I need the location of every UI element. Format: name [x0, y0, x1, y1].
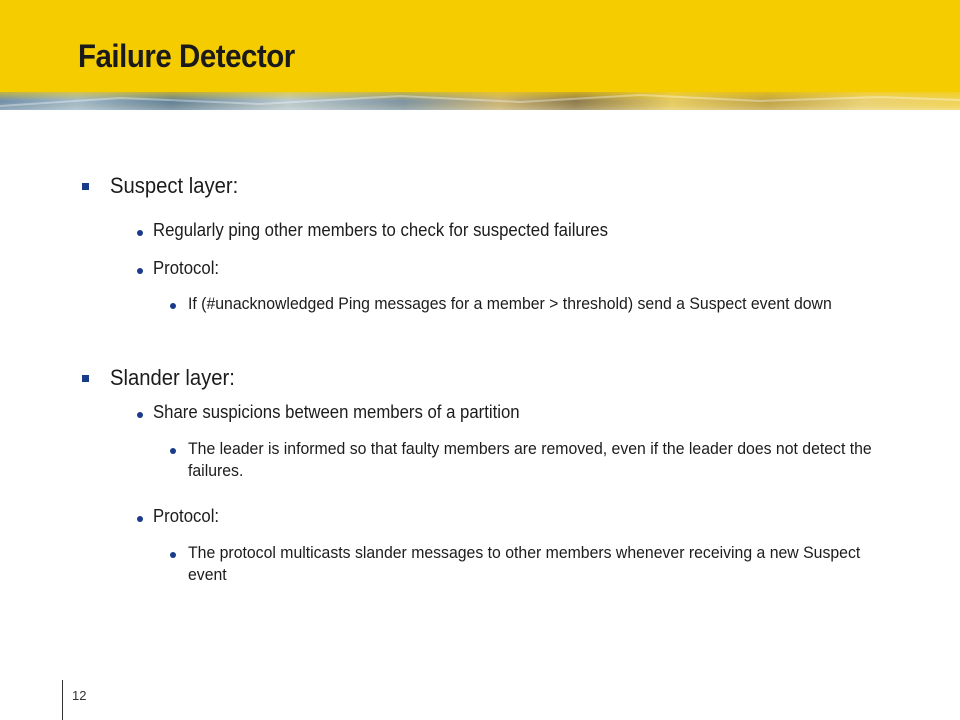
list-item: Protocol: — [153, 506, 220, 526]
round-bullet-icon — [170, 303, 176, 309]
header-photo-strip — [0, 92, 960, 110]
list-item: The leader is informed so that faulty me… — [188, 439, 872, 480]
round-bullet-icon — [170, 552, 176, 558]
round-bullet-icon — [170, 448, 176, 454]
list-item: Regularly ping other members to check fo… — [153, 220, 608, 240]
list-item: The protocol multicasts slander messages… — [188, 543, 861, 584]
round-bullet-icon — [137, 412, 143, 418]
round-bullet-icon — [137, 516, 143, 522]
square-bullet-icon — [82, 375, 89, 382]
square-bullet-icon — [82, 183, 89, 190]
list-item: Protocol: — [153, 258, 220, 278]
round-bullet-icon — [137, 268, 143, 274]
round-bullet-icon — [137, 230, 143, 236]
list-item: Slander layer: — [110, 365, 235, 390]
list-item: Share suspicions between members of a pa… — [153, 402, 520, 422]
list-item: Suspect layer: — [110, 173, 239, 198]
footer-divider — [62, 680, 63, 720]
page-title: Failure Detector — [78, 38, 295, 74]
page-number: 12 — [72, 688, 87, 703]
list-item: If (#unacknowledged Ping messages for a … — [188, 294, 832, 313]
title-banner: Failure Detector — [0, 0, 960, 110]
